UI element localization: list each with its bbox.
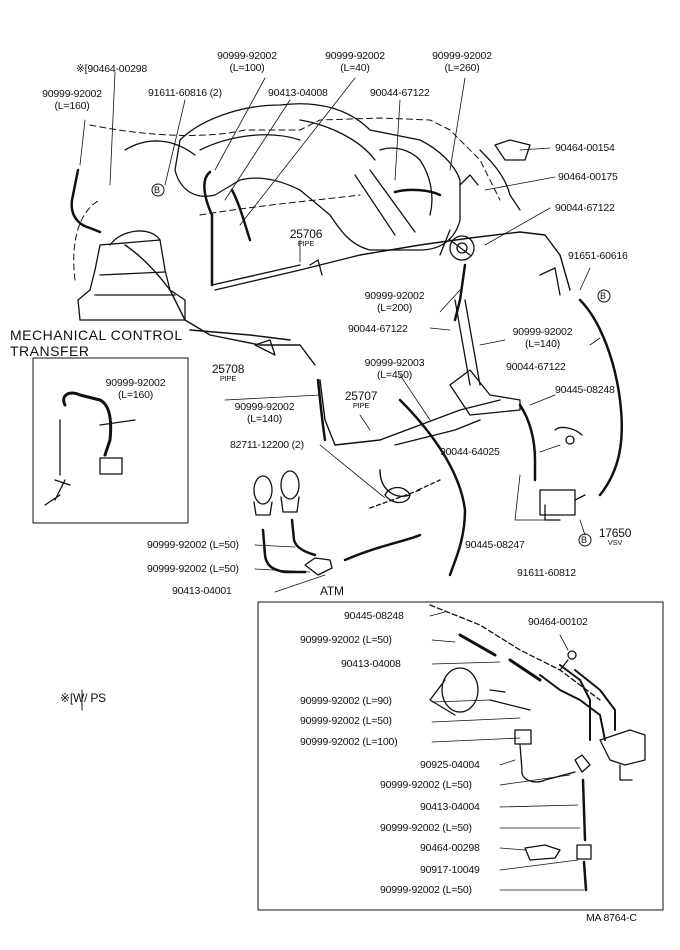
transfer-case — [77, 230, 186, 321]
engine-outline — [73, 117, 501, 281]
heading-transfer: TRANSFER — [10, 343, 90, 359]
label-hose-40: 90999-92002(L=40) — [325, 50, 385, 74]
label-w-ps: ※[W/ PS — [60, 691, 106, 705]
hoses — [70, 168, 624, 577]
label-91611-60812: 91611-60812 — [517, 567, 576, 579]
label-82711-12200: 82711-12200 (2) — [230, 439, 304, 451]
ps-leader-lines — [429, 611, 585, 891]
label-ps-hose-100: 90999-92002 (L=100) — [300, 736, 398, 748]
label-ps-hose-50-c: 90999-92002 (L=50) — [380, 779, 472, 791]
label-91611-60816: 91611-60816 (2) — [148, 87, 222, 99]
label-91651-60616: 91651-60616 — [568, 250, 628, 262]
label-90464-00154: 90464-00154 — [555, 142, 615, 154]
label-90413-04001: 90413-04001 — [172, 585, 232, 597]
b-markers — [151, 183, 611, 547]
engine-body — [124, 103, 521, 261]
label-90044-67122-a: 90044-67122 — [370, 87, 430, 99]
label-frames — [32, 357, 664, 911]
label-ps-90413-04004: 90413-04004 — [420, 801, 480, 813]
label-90044-67122-b: 90044-67122 — [555, 202, 615, 214]
inset-drawing — [44, 391, 136, 506]
label-inset-hose-160: 90999-92002(L=160) — [105, 377, 166, 401]
label-hose-200: 90999-92002(L=200) — [364, 290, 425, 314]
label-hose-260: 90999-92002(L=260) — [432, 50, 492, 74]
label-ps-90917-10049: 90917-10049 — [420, 864, 480, 876]
label-ps-hose-50-e: 90999-92002 (L=50) — [380, 884, 472, 896]
footer-code: MA 8764-C — [586, 912, 637, 924]
label-ps-90445-08248: 90445-08248 — [344, 610, 404, 622]
label-ps-90925-04004: 90925-04004 — [420, 759, 480, 771]
label-ps-90413-04008: 90413-04008 — [341, 658, 401, 670]
label-90464-00175: 90464-00175 — [558, 171, 618, 183]
heading-mechanical-control: MECHANICAL CONTROL — [10, 327, 183, 343]
label-w-ps-note: ※[90464-00298 — [76, 63, 148, 75]
label-90445-08248-a: 90445-08248 — [555, 384, 615, 396]
label-ps-hose-50-b: 90999-92002 (L=50) — [300, 715, 392, 727]
label-ps-hose-90: 90999-92002 (L=90) — [300, 695, 392, 707]
components — [253, 139, 586, 576]
label-atm: ATM — [320, 584, 344, 598]
leader-lines — [79, 71, 601, 593]
label-ps-hose-50-d: 90999-92002 (L=50) — [380, 822, 472, 834]
b-marker-3: B — [581, 535, 587, 545]
label-ps-90464-00102: 90464-00102 — [528, 616, 588, 628]
label-90044-67122-d: 90044-67122 — [506, 361, 566, 373]
label-ps-90464-00298: 90464-00298 — [420, 842, 480, 854]
label-90044-67122-c: 90044-67122 — [348, 323, 408, 335]
label-hose-100: 90999-92002(L=100) — [217, 50, 277, 74]
label-hose-450: 90999-92003(L=450) — [364, 357, 425, 381]
pipe-lines — [124, 231, 571, 497]
b-marker-1: B — [154, 185, 160, 195]
label-hose-140-b: 90999-92002(L=140) — [234, 401, 295, 425]
label-90044-64025: 90044-64025 — [440, 446, 500, 458]
label-90445-08247: 90445-08247 — [465, 539, 525, 551]
label-hose-50-b: 90999-92002 (L=50) — [147, 563, 239, 575]
label-hose-50-a: 90999-92002 (L=50) — [147, 539, 239, 551]
label-90413-04008: 90413-04008 — [268, 87, 328, 99]
label-ps-hose-50-a: 90999-92002 (L=50) — [300, 634, 392, 646]
b-marker-2: B — [600, 291, 606, 301]
label-hose-160: 90999-92002(L=160) — [42, 88, 102, 112]
label-hose-140-a: 90999-92002(L=140) — [512, 326, 573, 350]
